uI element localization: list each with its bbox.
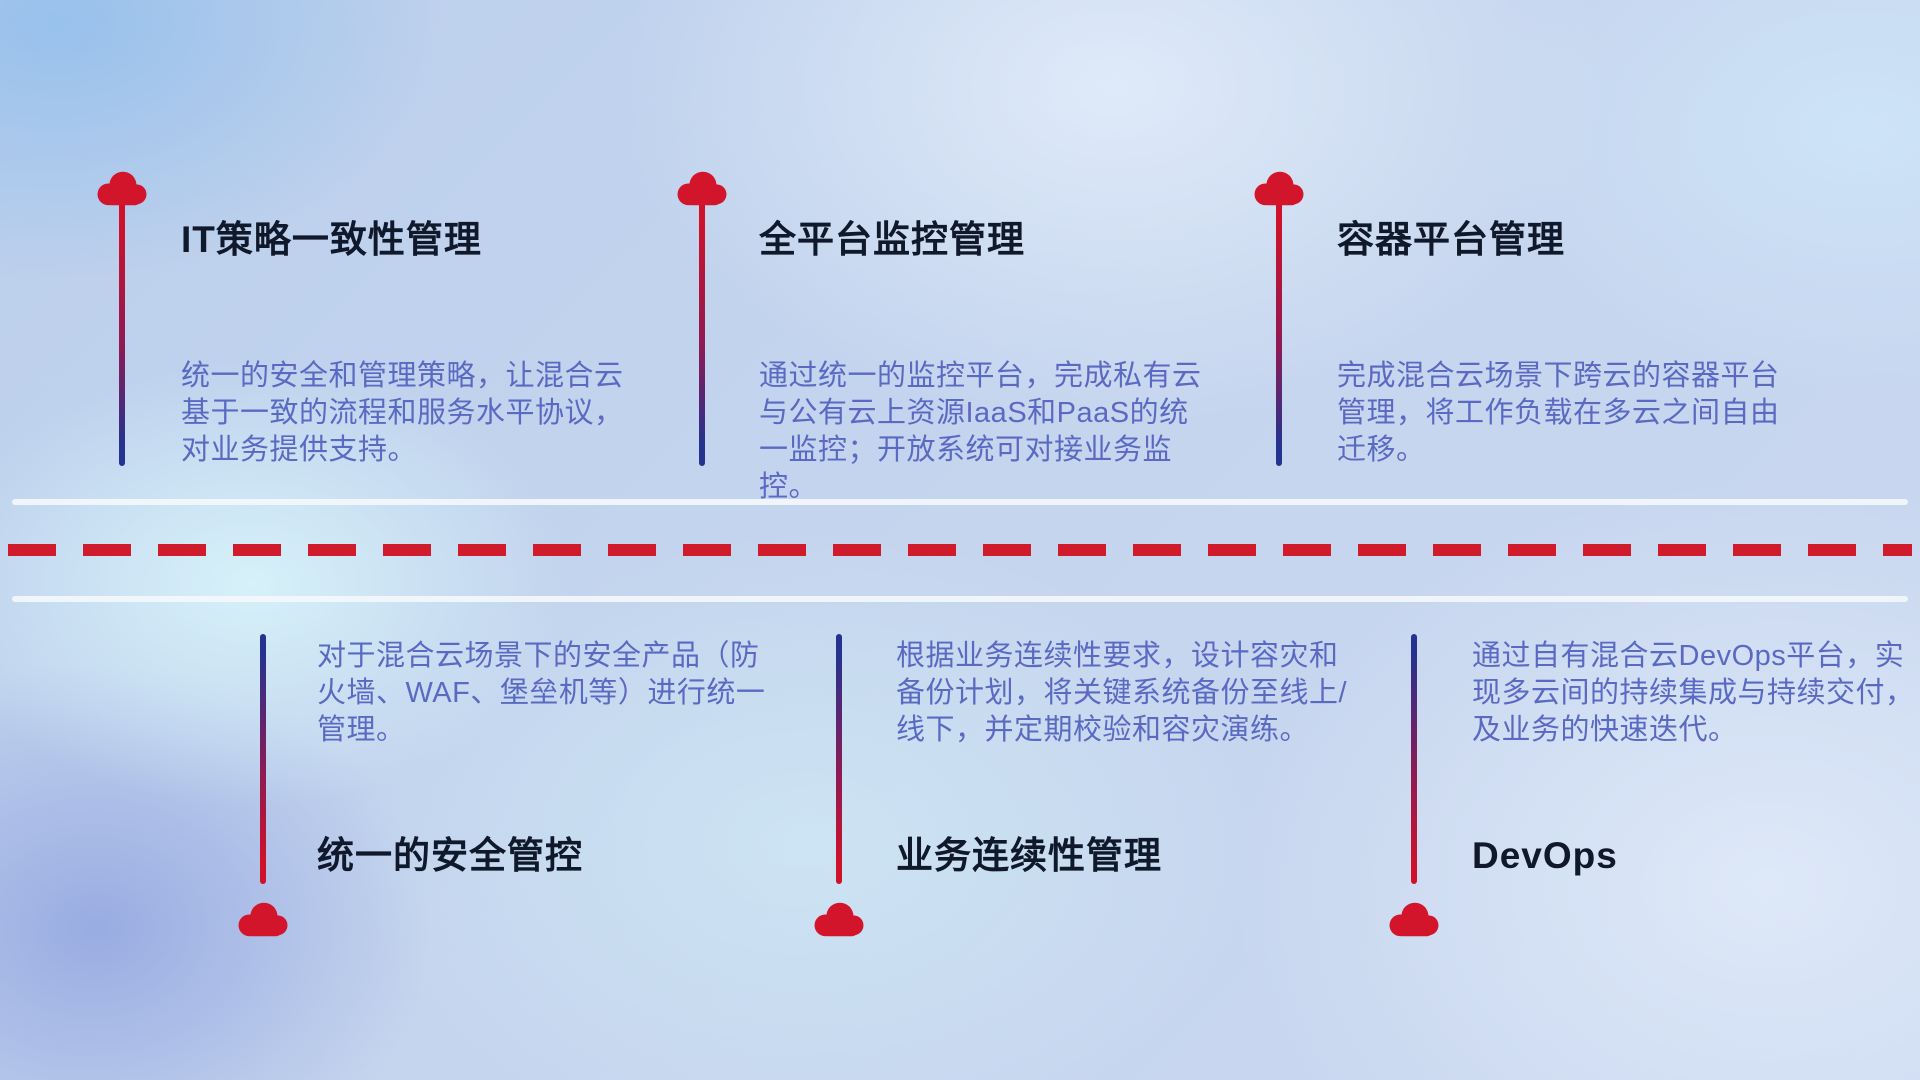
feature-title: DevOps xyxy=(1472,835,1618,876)
feature-title: IT策略一致性管理 xyxy=(181,219,482,260)
timeline-connector xyxy=(1411,634,1417,884)
divider-dashed-line xyxy=(8,544,1912,556)
cloud-icon xyxy=(97,171,147,206)
feature-title: 统一的安全管控 xyxy=(317,835,583,876)
timeline-connector xyxy=(119,202,125,466)
cloud-icon xyxy=(677,171,727,206)
feature-description: 根据业务连续性要求，设计容灾和备份计划，将关键系统备份至线上/线下，并定期校验和… xyxy=(896,640,1348,746)
feature-description: 通过自有混合云DevOps平台，实现多云间的持续集成与持续交付，及业务的快速迭代… xyxy=(1472,640,1915,746)
timeline-connector xyxy=(1276,202,1282,466)
timeline-connector xyxy=(699,202,705,466)
cloud-icon xyxy=(1389,902,1439,937)
cloud-icon xyxy=(814,902,864,937)
feature-description: 完成混合云场景下跨云的容器平台管理，将工作负载在多云之间自由迁移。 xyxy=(1337,360,1780,466)
feature-description: 对于混合云场景下的安全产品（防火墙、WAF、堡垒机等）进行统一管理。 xyxy=(317,640,766,746)
divider-line-top xyxy=(12,499,1908,505)
cloud-icon xyxy=(238,902,288,937)
cloud-icon xyxy=(1254,171,1304,206)
feature-title: 全平台监控管理 xyxy=(759,219,1025,260)
feature-title: 容器平台管理 xyxy=(1337,219,1565,260)
timeline-connector xyxy=(260,634,266,884)
feature-description: 统一的安全和管理策略，让混合云基于一致的流程和服务水平协议，对业务提供支持。 xyxy=(181,360,624,466)
feature-title: 业务连续性管理 xyxy=(896,835,1162,876)
feature-description: 通过统一的监控平台，完成私有云与公有云上资源IaaS和PaaS的统一监控；开放系… xyxy=(759,360,1202,503)
timeline-connector xyxy=(836,634,842,884)
divider-line-bottom xyxy=(12,596,1908,602)
